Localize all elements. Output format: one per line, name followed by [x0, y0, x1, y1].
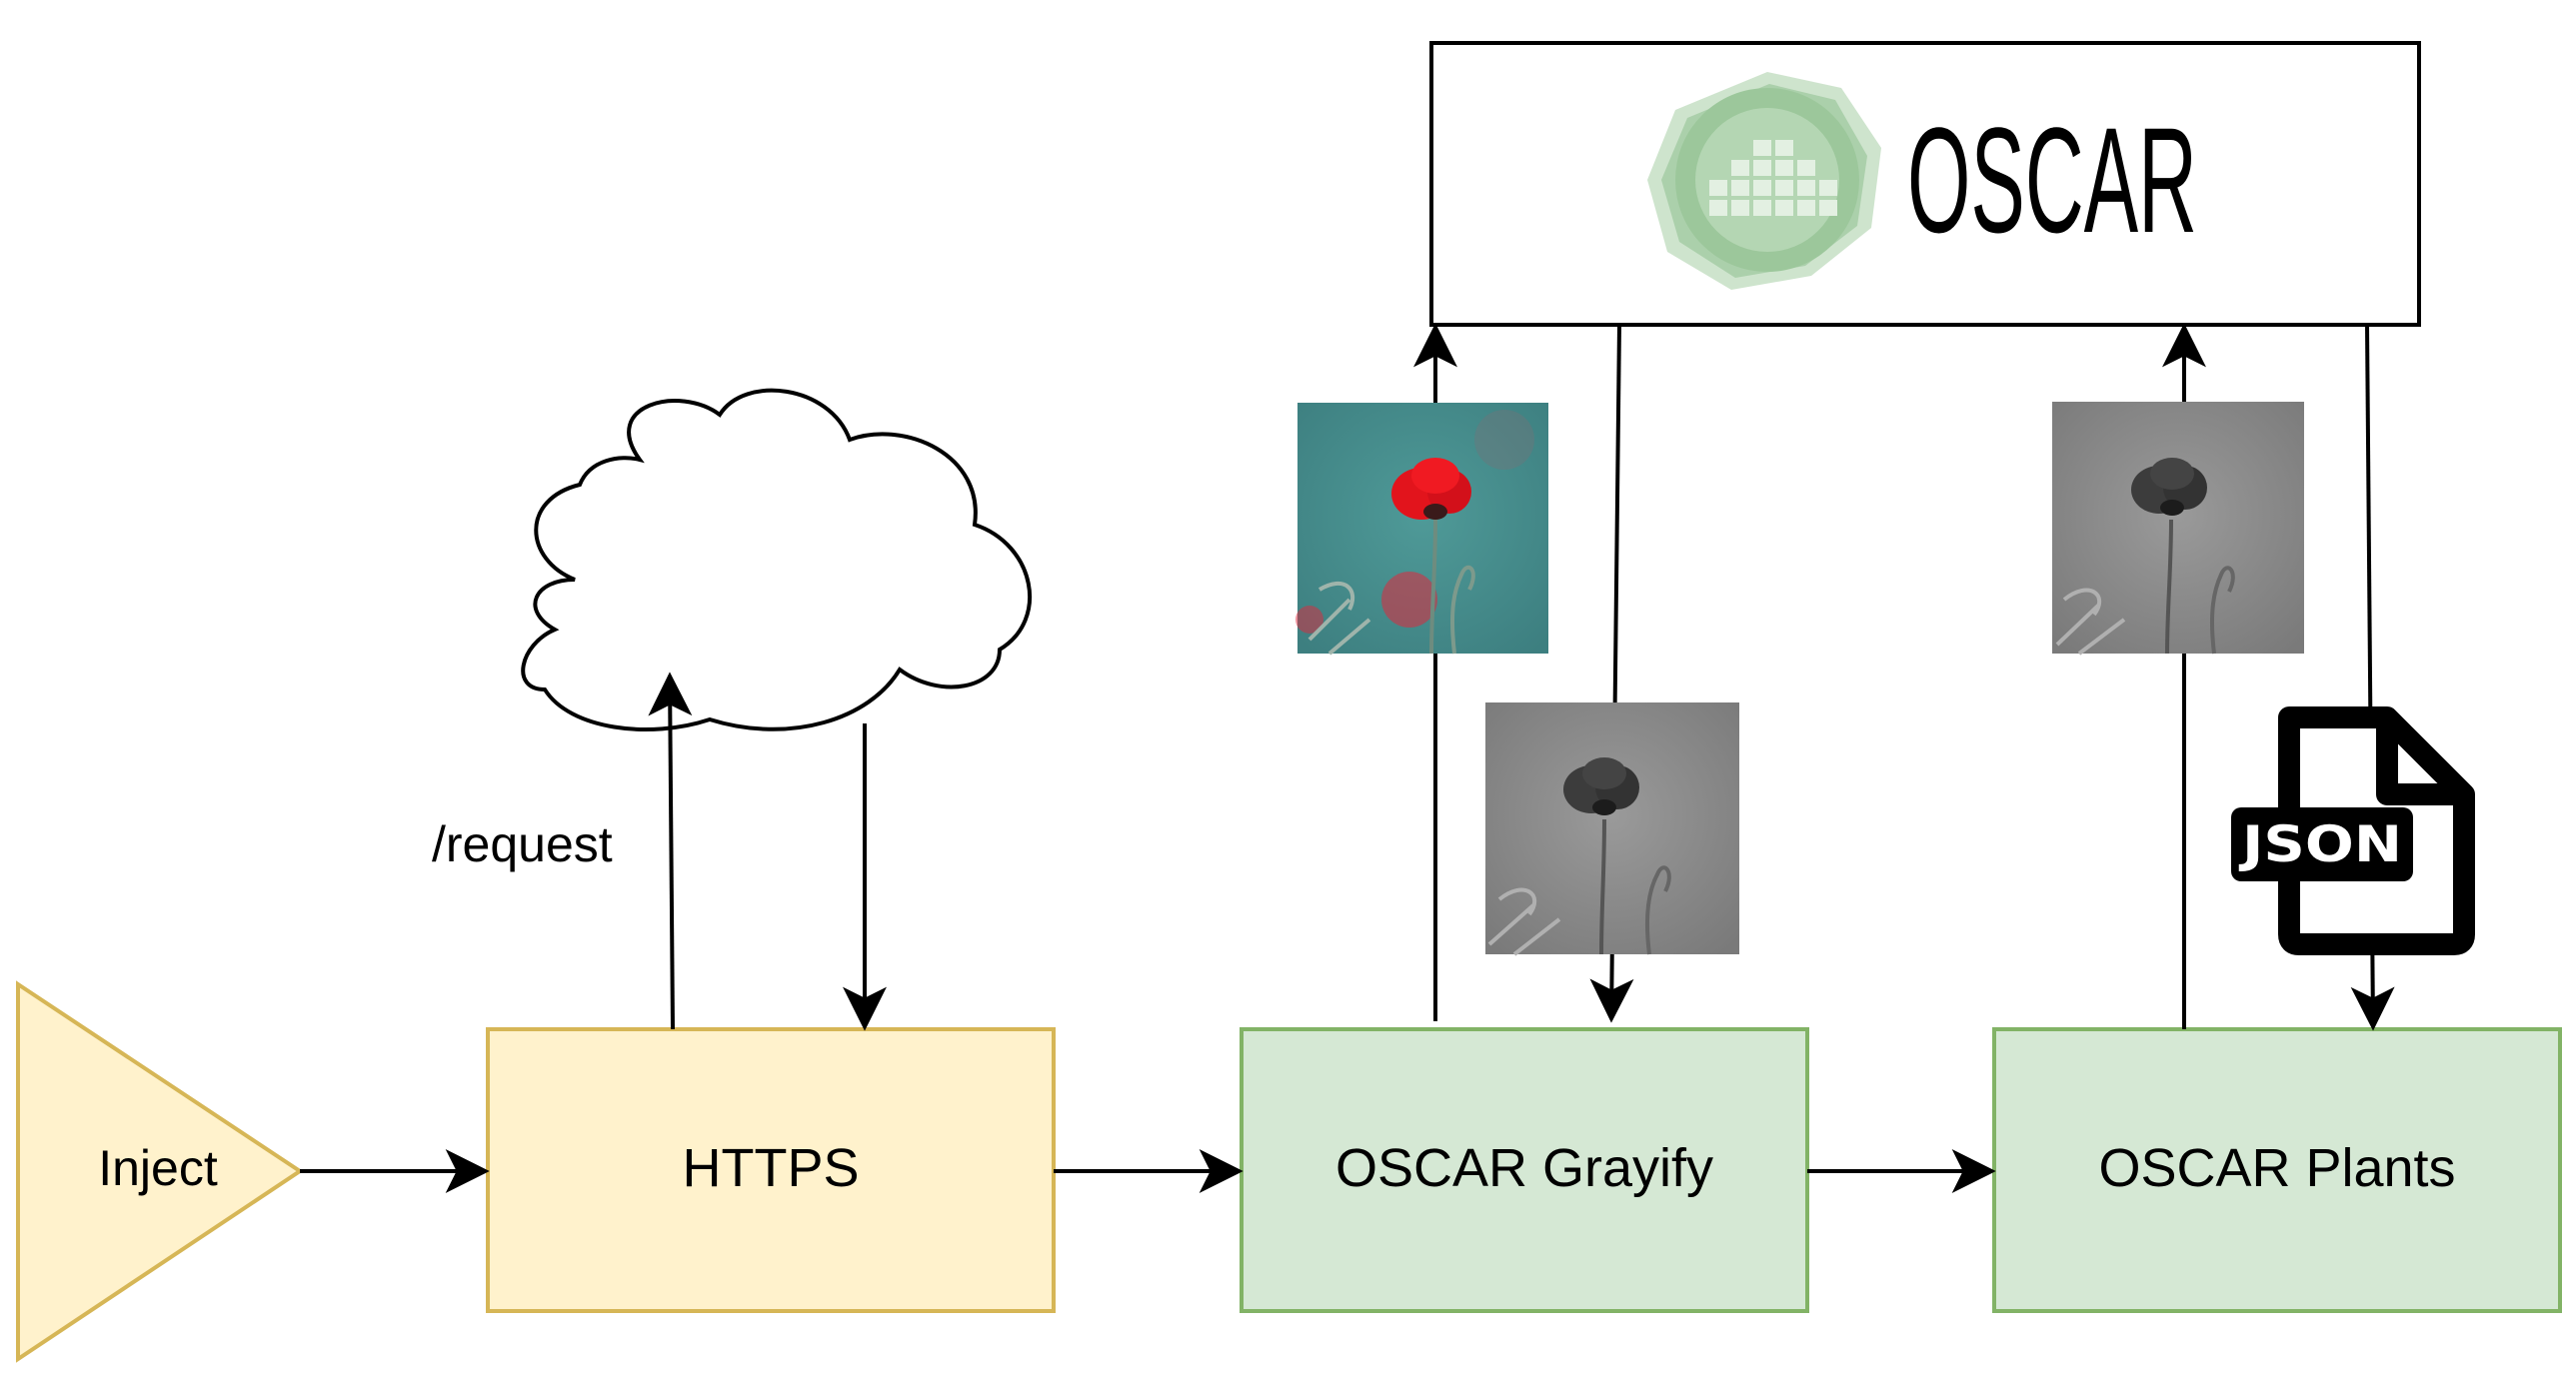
inject-label: Inject — [98, 1140, 218, 1196]
json-icon-text: JSON — [2239, 815, 2402, 873]
color-poppy-image — [1295, 403, 1548, 656]
oscar-plants-node[interactable] — [1992, 1027, 2562, 1313]
oscar-logo — [1647, 72, 1881, 290]
oscar-plants-label: OSCAR Plants — [2098, 1138, 2455, 1198]
oscar-box: OSCAR — [1429, 41, 2421, 327]
request-edge-label: /request — [432, 816, 613, 872]
oscar-grayify-label: OSCAR Grayify — [1335, 1138, 1713, 1198]
edge-https-cloud — [648, 672, 693, 1030]
https-node[interactable] — [486, 1027, 1056, 1313]
gray-poppy-image-plants — [2052, 402, 2304, 656]
gray-poppy-image-grayify — [1485, 702, 1739, 956]
oscar-logo-text: OSCAR — [1907, 96, 2197, 264]
inject-node[interactable] — [16, 980, 304, 1363]
json-file-icon: JSON — [2231, 706, 2475, 955]
https-label: HTTPS — [682, 1138, 859, 1198]
cloud-shape — [521, 388, 1033, 731]
